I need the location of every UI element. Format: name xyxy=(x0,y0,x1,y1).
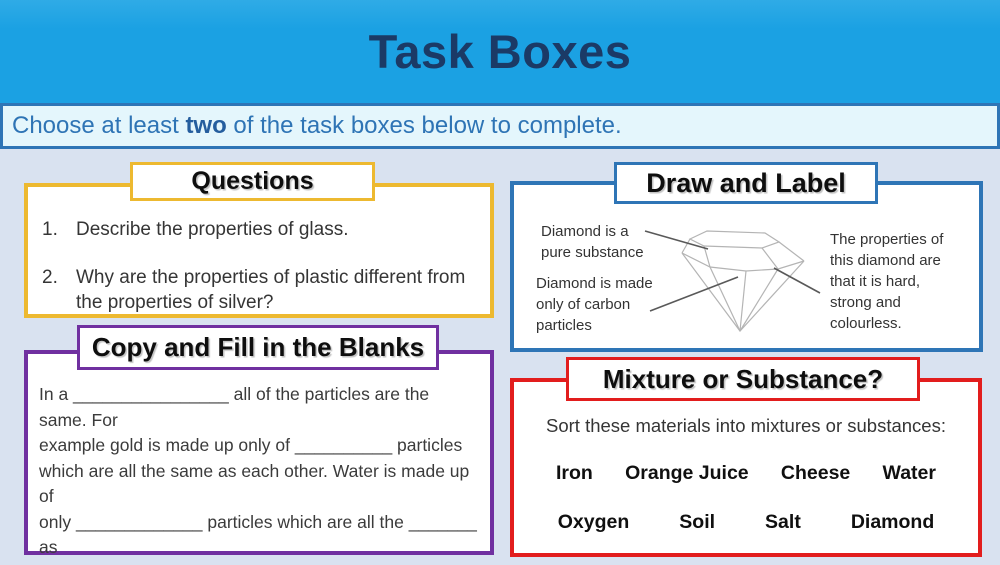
material-item: Soil xyxy=(679,511,716,533)
material-item: Oxygen xyxy=(557,511,630,533)
diamond-girdle xyxy=(681,252,805,272)
diamond-drawing xyxy=(644,230,821,332)
questions-title: Questions xyxy=(191,167,314,195)
draw-label-title: Draw and Label xyxy=(646,167,846,198)
question-text: Why are the properties of plastic differ… xyxy=(76,267,466,313)
instruction-bold-word: two xyxy=(185,112,227,139)
question-number: 1. xyxy=(42,219,58,240)
sort-prompt: Sort these materials into mixtures or su… xyxy=(546,415,946,436)
instruction-bar: Choose at least two of the task boxes be… xyxy=(0,103,1000,149)
question-text: Describe the properties of glass. xyxy=(76,219,349,240)
materials-row-2: Oxygen Soil Salt Diamond xyxy=(514,511,978,534)
material-item: Iron xyxy=(556,462,593,484)
leader-line-carbon-particles xyxy=(649,276,739,312)
page-title: Task Boxes xyxy=(368,25,632,78)
question-item: 2. Why are the properties of plastic dif… xyxy=(42,265,474,315)
instruction-suffix: of the task boxes below to complete. xyxy=(226,112,622,139)
material-item: Water xyxy=(882,462,936,484)
draw-label-box: Diamond is a pure substance Diamond is m… xyxy=(510,181,983,352)
material-item: Cheese xyxy=(780,462,851,484)
diamond-pavilion-facet xyxy=(739,268,779,332)
diamond-facet-line xyxy=(761,247,779,270)
label-diamond-properties: The properties of this diamond are that … xyxy=(830,231,944,332)
diamond-table-facet xyxy=(688,230,781,249)
label-carbon-particles: Diamond is made only of carbon particles xyxy=(536,275,653,334)
diamond-crown-edge xyxy=(778,241,805,262)
material-item: Orange Juice xyxy=(625,462,749,484)
mixture-title-tab: Mixture or Substance? xyxy=(566,357,920,401)
instruction-text: Choose at least two of the task boxes be… xyxy=(12,112,622,140)
materials-row-1: Iron Orange Juice Cheese Water xyxy=(514,462,978,485)
question-item: 1. Describe the properties of glass. xyxy=(42,217,474,242)
label-pure-substance: Diamond is a pure substance xyxy=(541,223,644,261)
instruction-prefix: Choose at least xyxy=(12,112,186,139)
diamond-facet-line xyxy=(703,245,711,268)
leader-line-properties xyxy=(773,267,821,294)
material-item: Salt xyxy=(765,511,801,533)
question-number: 2. xyxy=(42,267,58,288)
header-banner: Task Boxes xyxy=(0,0,1000,103)
questions-title-tab: Questions xyxy=(130,162,375,201)
copy-fill-box: In a ________________ all of the particl… xyxy=(24,350,494,565)
material-item: Diamond xyxy=(850,511,935,533)
mixture-title: Mixture or Substance? xyxy=(602,363,884,394)
copy-fill-title-tab: Copy and Fill in the Blanks xyxy=(77,325,439,370)
cloze-paragraph: In a ________________ all of the particl… xyxy=(39,384,477,565)
draw-label-title-tab: Draw and Label xyxy=(614,162,878,204)
questions-list: 1. Describe the properties of glass. 2. … xyxy=(28,187,490,315)
copy-fill-title: Copy and Fill in the Blanks xyxy=(91,332,425,362)
leader-line-pure-substance xyxy=(644,230,709,250)
questions-box: 1. Describe the properties of glass. 2. … xyxy=(24,183,494,318)
mixture-box: Sort these materials into mixtures or su… xyxy=(510,378,982,557)
diamond-pavilion-facet xyxy=(709,266,741,332)
diamond-pavilion-facet xyxy=(739,270,747,332)
diamond-crown-edge xyxy=(681,238,691,254)
